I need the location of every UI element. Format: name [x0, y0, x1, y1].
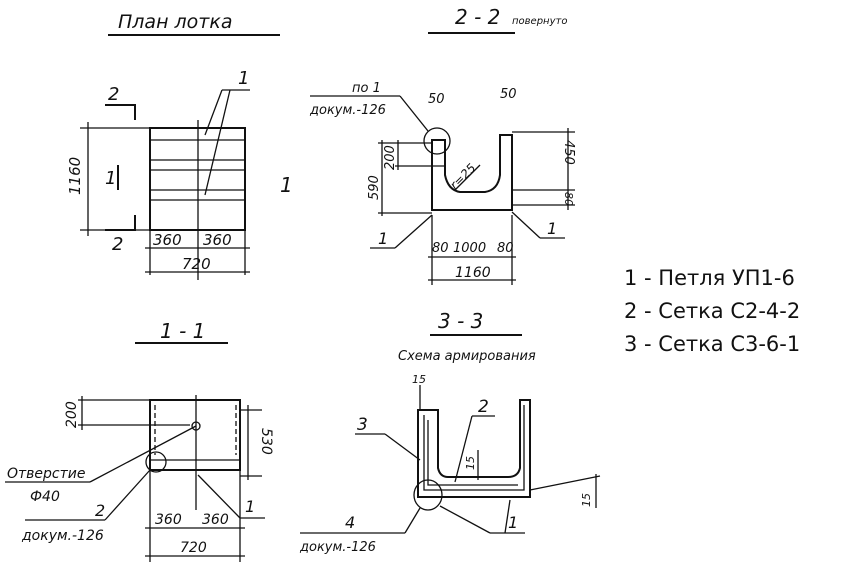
- dim-80-bottom: 80: [497, 241, 514, 256]
- dim-1000: 1000: [453, 241, 486, 256]
- section-1-1-dim-right: 360: [202, 512, 229, 528]
- section-3-3-dim-15-inner: 15: [464, 456, 477, 470]
- section-1-1: 1 - 1 200 530 Отверстие Ф40 2 докум.-126…: [5, 319, 274, 562]
- dim-80-right: 80: [562, 192, 575, 206]
- section-3-3-title: 3 - 3: [438, 309, 483, 333]
- section-2-2-callout-right: 1: [547, 219, 557, 238]
- section-1-1-dim-530: 530: [258, 428, 274, 455]
- section-3-3-subtitle: Схема армирования: [398, 349, 536, 364]
- dim-50-right: 50: [500, 87, 517, 102]
- plan-section-2-top: 2: [108, 84, 119, 105]
- dim-radius: r=25: [447, 161, 478, 192]
- section-3-3-dim-15-right: 15: [580, 493, 593, 507]
- section-2-2: 2 - 2 повернуто по 1 докум.-126 50 50 20…: [309, 5, 576, 285]
- legend-item-mesh-c2: 2 - Сетка С2-4-2: [624, 299, 801, 323]
- section-1-1-callout-1: 1: [245, 497, 255, 516]
- section-1-1-ref-doc: докум.-126: [21, 528, 104, 544]
- section-2-2-subtitle: повернуто: [512, 16, 567, 27]
- section-2-2-title: 2 - 2: [455, 5, 500, 29]
- plan-dim-total: 720: [182, 255, 211, 273]
- dim-1160: 1160: [455, 265, 491, 281]
- section-1-1-dim-total: 720: [180, 540, 207, 556]
- plan-view: План лотка 1 2 1 1 2 1160 360 360 720: [66, 11, 293, 280]
- plan-dim-right: 360: [203, 231, 232, 249]
- legend-item-loop: 1 - Петля УП1-6: [624, 266, 795, 290]
- hole-size: Ф40: [30, 489, 60, 505]
- hole-label: Отверстие: [7, 466, 86, 482]
- section-3-3-ref-doc: докум.-126: [299, 540, 376, 555]
- dim-50-left: 50: [428, 92, 445, 107]
- trough-profile: [431, 134, 513, 211]
- reinforced-trough-profile: [417, 399, 531, 498]
- section-2-2-callout-left: 1: [378, 229, 388, 248]
- section-3-3-callout-3: 3: [357, 415, 368, 435]
- legend-item-mesh-c3: 3 - Сетка С3-6-1: [624, 332, 801, 356]
- section-3-3-callout-1: 1: [508, 513, 518, 532]
- dim-80-left: 80: [432, 241, 449, 256]
- plan-dim-left: 360: [153, 231, 182, 249]
- dim-200: 200: [383, 145, 398, 170]
- section-1-1-dim-200: 200: [64, 401, 80, 428]
- plan-section-2-bottom: 2: [112, 234, 123, 255]
- plan-callout-1: 1: [238, 68, 249, 89]
- plan-title: План лотка: [118, 11, 233, 33]
- section-2-2-ref-doc: докум.-126: [309, 103, 386, 118]
- section-2-2-ref-num: по 1: [352, 81, 381, 96]
- plan-dim-height: 1160: [66, 157, 84, 195]
- section-1-1-title: 1 - 1: [160, 319, 205, 343]
- plan-section-1-right: 1: [280, 173, 293, 197]
- plan-section-1-left: 1: [105, 168, 116, 189]
- section-3-3-callout-2: 2: [478, 397, 489, 417]
- dim-590: 590: [367, 175, 382, 200]
- section-3-3-dim-15-top: 15: [412, 373, 426, 386]
- section-1-1-ref-num: 2: [95, 501, 105, 520]
- section-1-1-dim-left: 360: [155, 512, 182, 528]
- section-3-3-ref-num: 4: [345, 513, 355, 532]
- section-3-3: 3 - 3 Схема армирования 15 15 15 3 2 1 4…: [299, 309, 601, 555]
- dim-450: 450: [561, 140, 576, 165]
